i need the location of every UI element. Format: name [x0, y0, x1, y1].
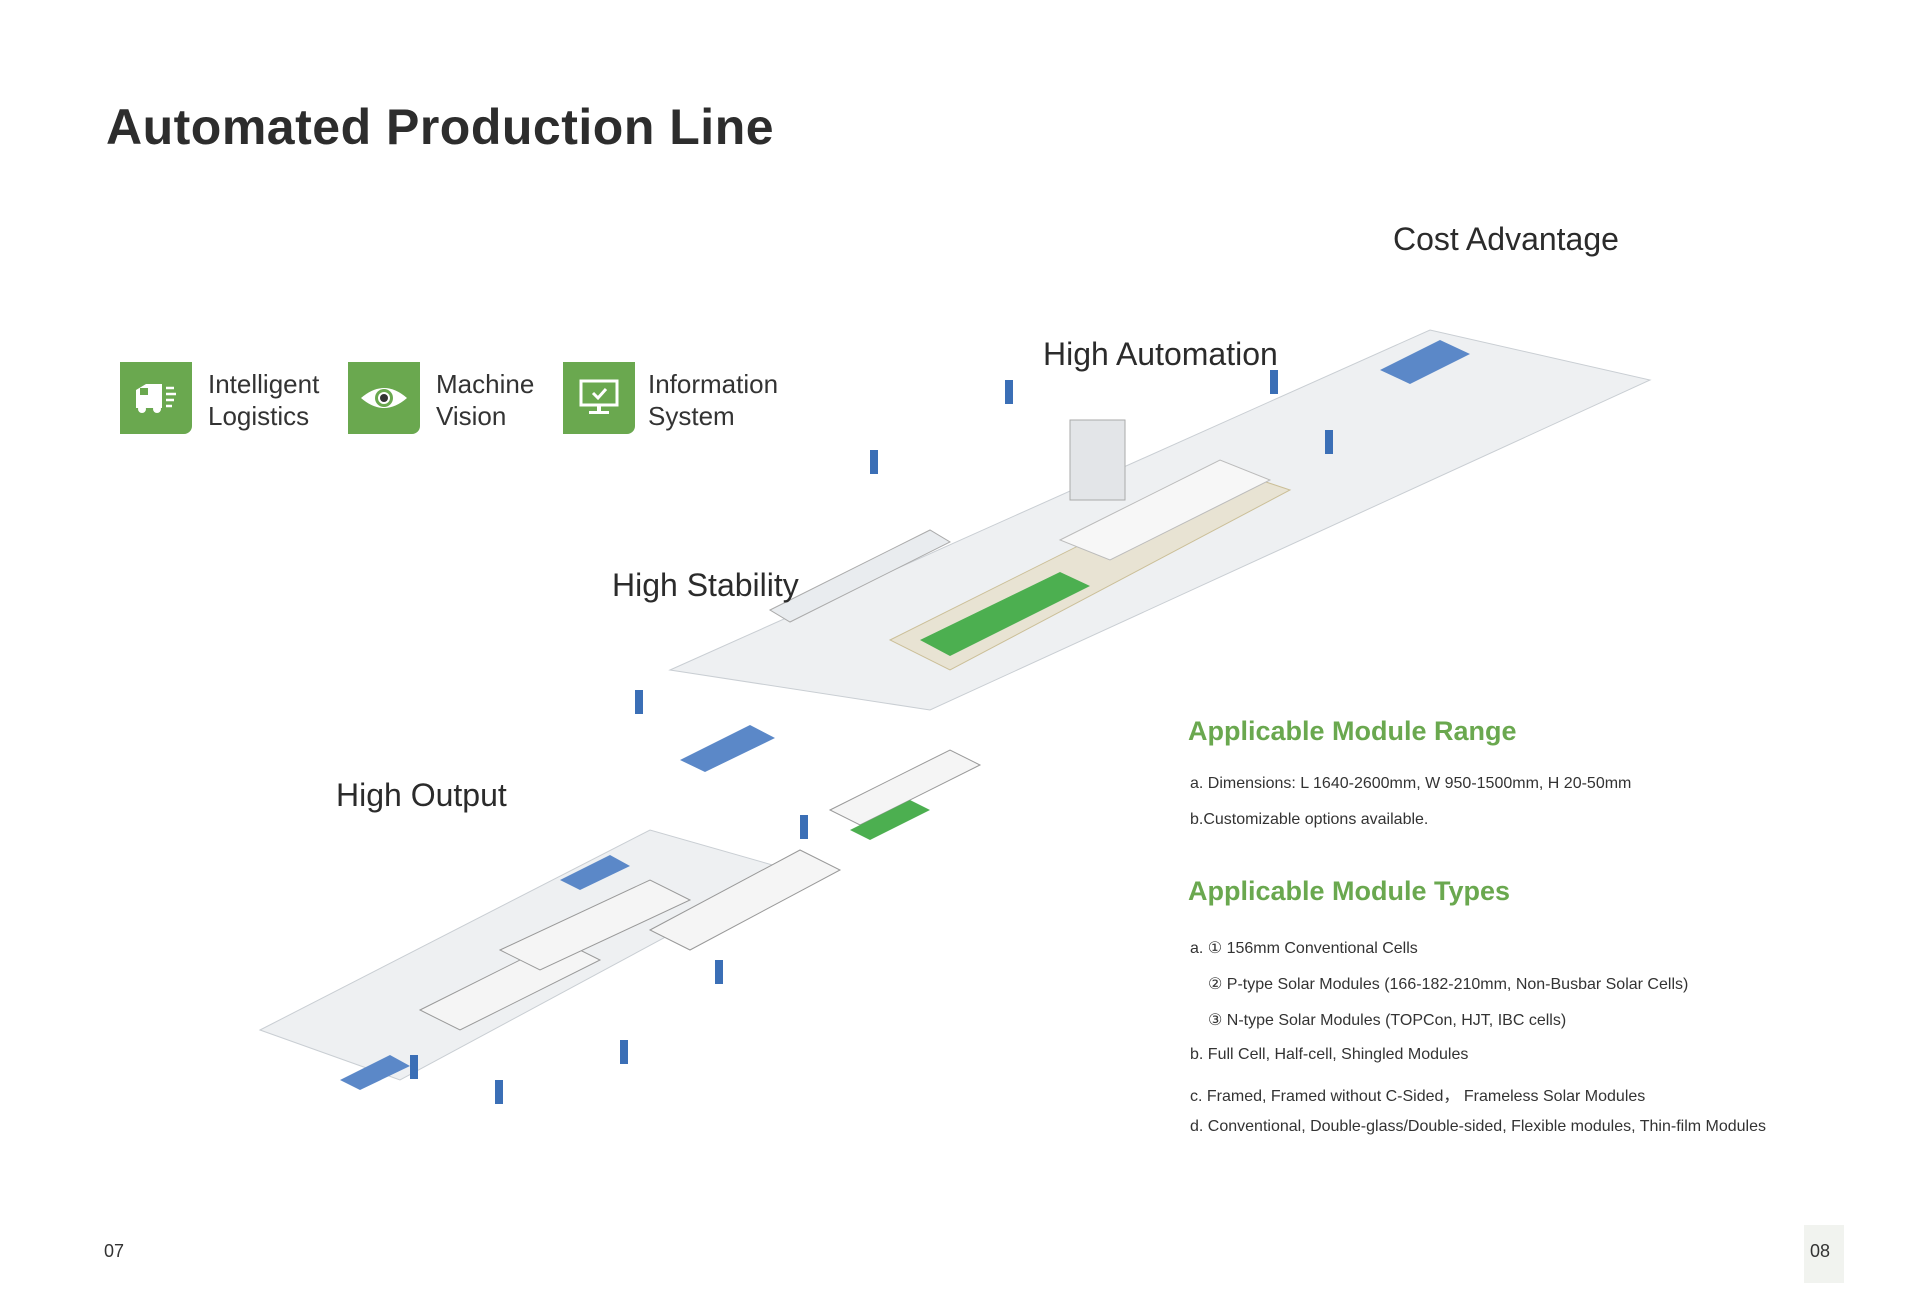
stage-cost-advantage: Cost Advantage [1393, 221, 1619, 257]
types-item: d. Conventional, Double-glass/Double-sid… [1190, 1118, 1766, 1135]
feature-line2: Vision [436, 401, 507, 431]
page-title: Automated Production Line [106, 99, 775, 155]
module-types-heading: Applicable Module Types [1188, 876, 1511, 906]
types-item: ② P-type Solar Modules (166-182-210mm, N… [1208, 976, 1689, 993]
range-item: b.Customizable options available. [1190, 811, 1429, 828]
stage-high-stability: High Stability [612, 567, 799, 603]
page-number-right-box [1804, 1225, 1844, 1283]
monitor-check-icon [579, 379, 619, 414]
line-base [258, 329, 1652, 1090]
feature-line1: Machine [436, 369, 535, 399]
types-item: ③ N-type Solar Modules (TOPCon, HJT, IBC… [1208, 1012, 1567, 1029]
types-item: c. Framed, Framed without C-Sided， Frame… [1190, 1088, 1646, 1105]
eye-icon [361, 388, 407, 408]
types-item: b. Full Cell, Half-cell, Shingled Module… [1190, 1046, 1469, 1063]
feature-line2: System [648, 401, 735, 431]
range-item: a. Dimensions: L 1640-2600mm, W 950-1500… [1190, 775, 1632, 792]
feature-information-badge [563, 362, 635, 434]
stage-high-output: High Output [336, 777, 507, 813]
page-number-right: 08 [1810, 1241, 1831, 1261]
production-line-illustration [258, 329, 1652, 1104]
page-number-left: 07 [104, 1241, 125, 1261]
stage-high-automation: High Automation [1043, 336, 1278, 372]
feature-logistics-badge [120, 362, 192, 434]
feature-line1: Information [648, 369, 779, 399]
feature-line2: Logistics [208, 401, 310, 431]
truck-icon [136, 384, 176, 413]
feature-line1: Intelligent [208, 369, 320, 399]
workers [410, 370, 1333, 1104]
module-range-heading: Applicable Module Range [1188, 716, 1517, 746]
types-item: a. ① 156mm Conventional Cells [1190, 940, 1418, 957]
feature-vision-badge [348, 362, 420, 434]
